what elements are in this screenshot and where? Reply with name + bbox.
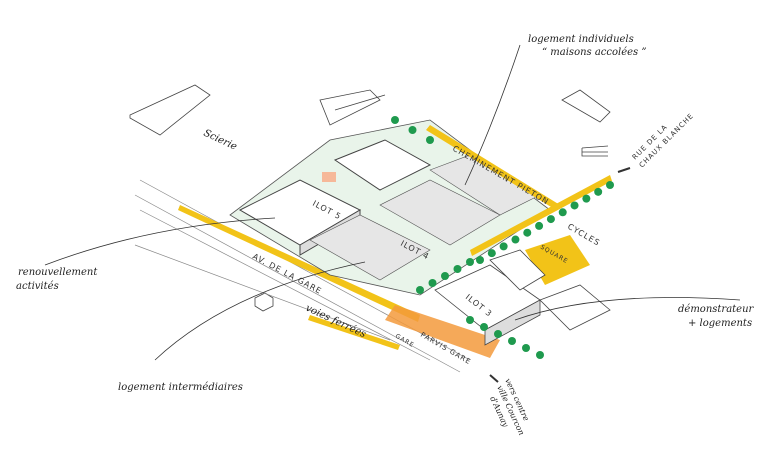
station-forecourt [385, 305, 500, 358]
tree-icon [536, 351, 544, 359]
annotation-sawmill: Scierie [202, 128, 239, 153]
tree-icon [453, 265, 462, 273]
annotation-demonstrator-2: + logements [688, 318, 752, 329]
avenue-de-la-gare-road [178, 205, 420, 322]
trees [391, 116, 614, 359]
tree-icon [480, 323, 488, 331]
tree-icon [606, 181, 614, 189]
tree-icon [494, 330, 502, 338]
annotation-leader-lines [44, 44, 741, 383]
tree-icon [476, 256, 484, 264]
tree-icon [582, 194, 591, 203]
tree-icon [511, 235, 520, 244]
tree-icon [523, 228, 532, 237]
tree-icon [466, 316, 474, 324]
tree-icon [426, 136, 434, 144]
railway-yellow-strip [308, 315, 400, 350]
tree-icon [522, 344, 530, 352]
tree-icon [558, 208, 567, 217]
tree-icon [535, 221, 544, 230]
tree-icon [546, 215, 555, 224]
tree-icon [416, 286, 424, 294]
annotation-individual-housing-2: “ maisons accolées ” [542, 47, 646, 58]
context-buildings [129, 84, 611, 312]
tree-icon [594, 187, 603, 196]
pedestrian-path [426, 125, 560, 210]
ilot-3-block [434, 249, 611, 346]
tree-icon [508, 337, 516, 345]
annotation-individual-housing-1: logement individuels [528, 34, 634, 45]
tree-icon [428, 279, 437, 287]
annotation-renewal-2: activités [16, 281, 59, 292]
tree-icon [570, 201, 579, 210]
tree-icon [466, 258, 474, 266]
tree-icon [391, 116, 399, 124]
cycle-path [470, 175, 612, 256]
annotation-renewal-1: renouvellement [18, 267, 98, 278]
housing-rows [309, 154, 541, 281]
tree-icon [408, 126, 417, 134]
annotation-intermediate-housing: logement intermédiaires [118, 382, 243, 393]
tree-icon [441, 272, 449, 280]
annotation-demonstrator-1: démonstrateur [678, 304, 755, 315]
tree-icon [499, 242, 508, 251]
tree-icon [487, 249, 496, 258]
